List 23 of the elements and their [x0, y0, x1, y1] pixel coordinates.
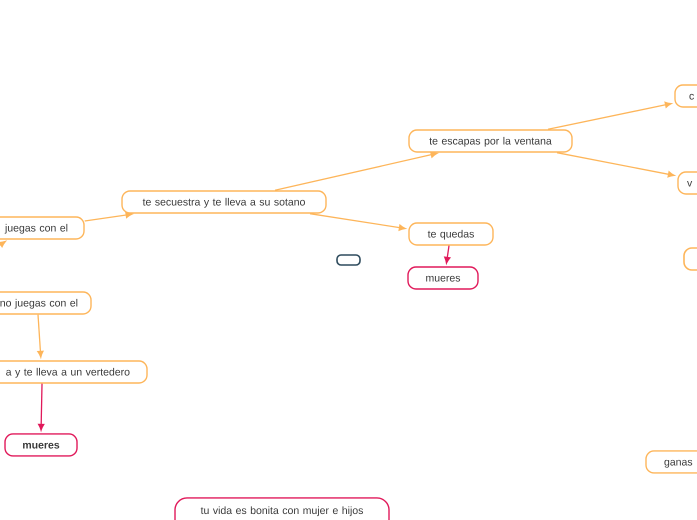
arrow	[38, 384, 44, 431]
arrow	[548, 102, 672, 130]
arrow	[0, 240, 6, 250]
topic-box: tu vida es bonita con mujer e hijos	[174, 497, 390, 520]
topic-box: juegas con el	[0, 216, 85, 240]
topic-box: c	[674, 84, 697, 108]
topic-box: te secuestra y te lleva a su sotano	[121, 190, 327, 214]
topic-box: v	[677, 171, 697, 195]
topic-box: a y te lleva a un vertedero	[0, 360, 148, 384]
arrow	[444, 246, 450, 264]
topic-box: no juegas con el	[0, 291, 92, 315]
topic-box: te quedas	[408, 222, 494, 246]
topic-box: te escapas por la ventana	[408, 129, 573, 153]
arrow	[274, 152, 438, 191]
topic-box: mueres	[407, 266, 479, 290]
arrow	[84, 212, 132, 222]
topic-box: mueres	[4, 433, 78, 457]
arrow	[37, 314, 44, 358]
arrow	[310, 213, 406, 231]
topic-box: ganas	[645, 450, 697, 474]
empty-box	[336, 254, 361, 266]
empty-box	[683, 247, 697, 271]
arrow	[556, 152, 675, 178]
